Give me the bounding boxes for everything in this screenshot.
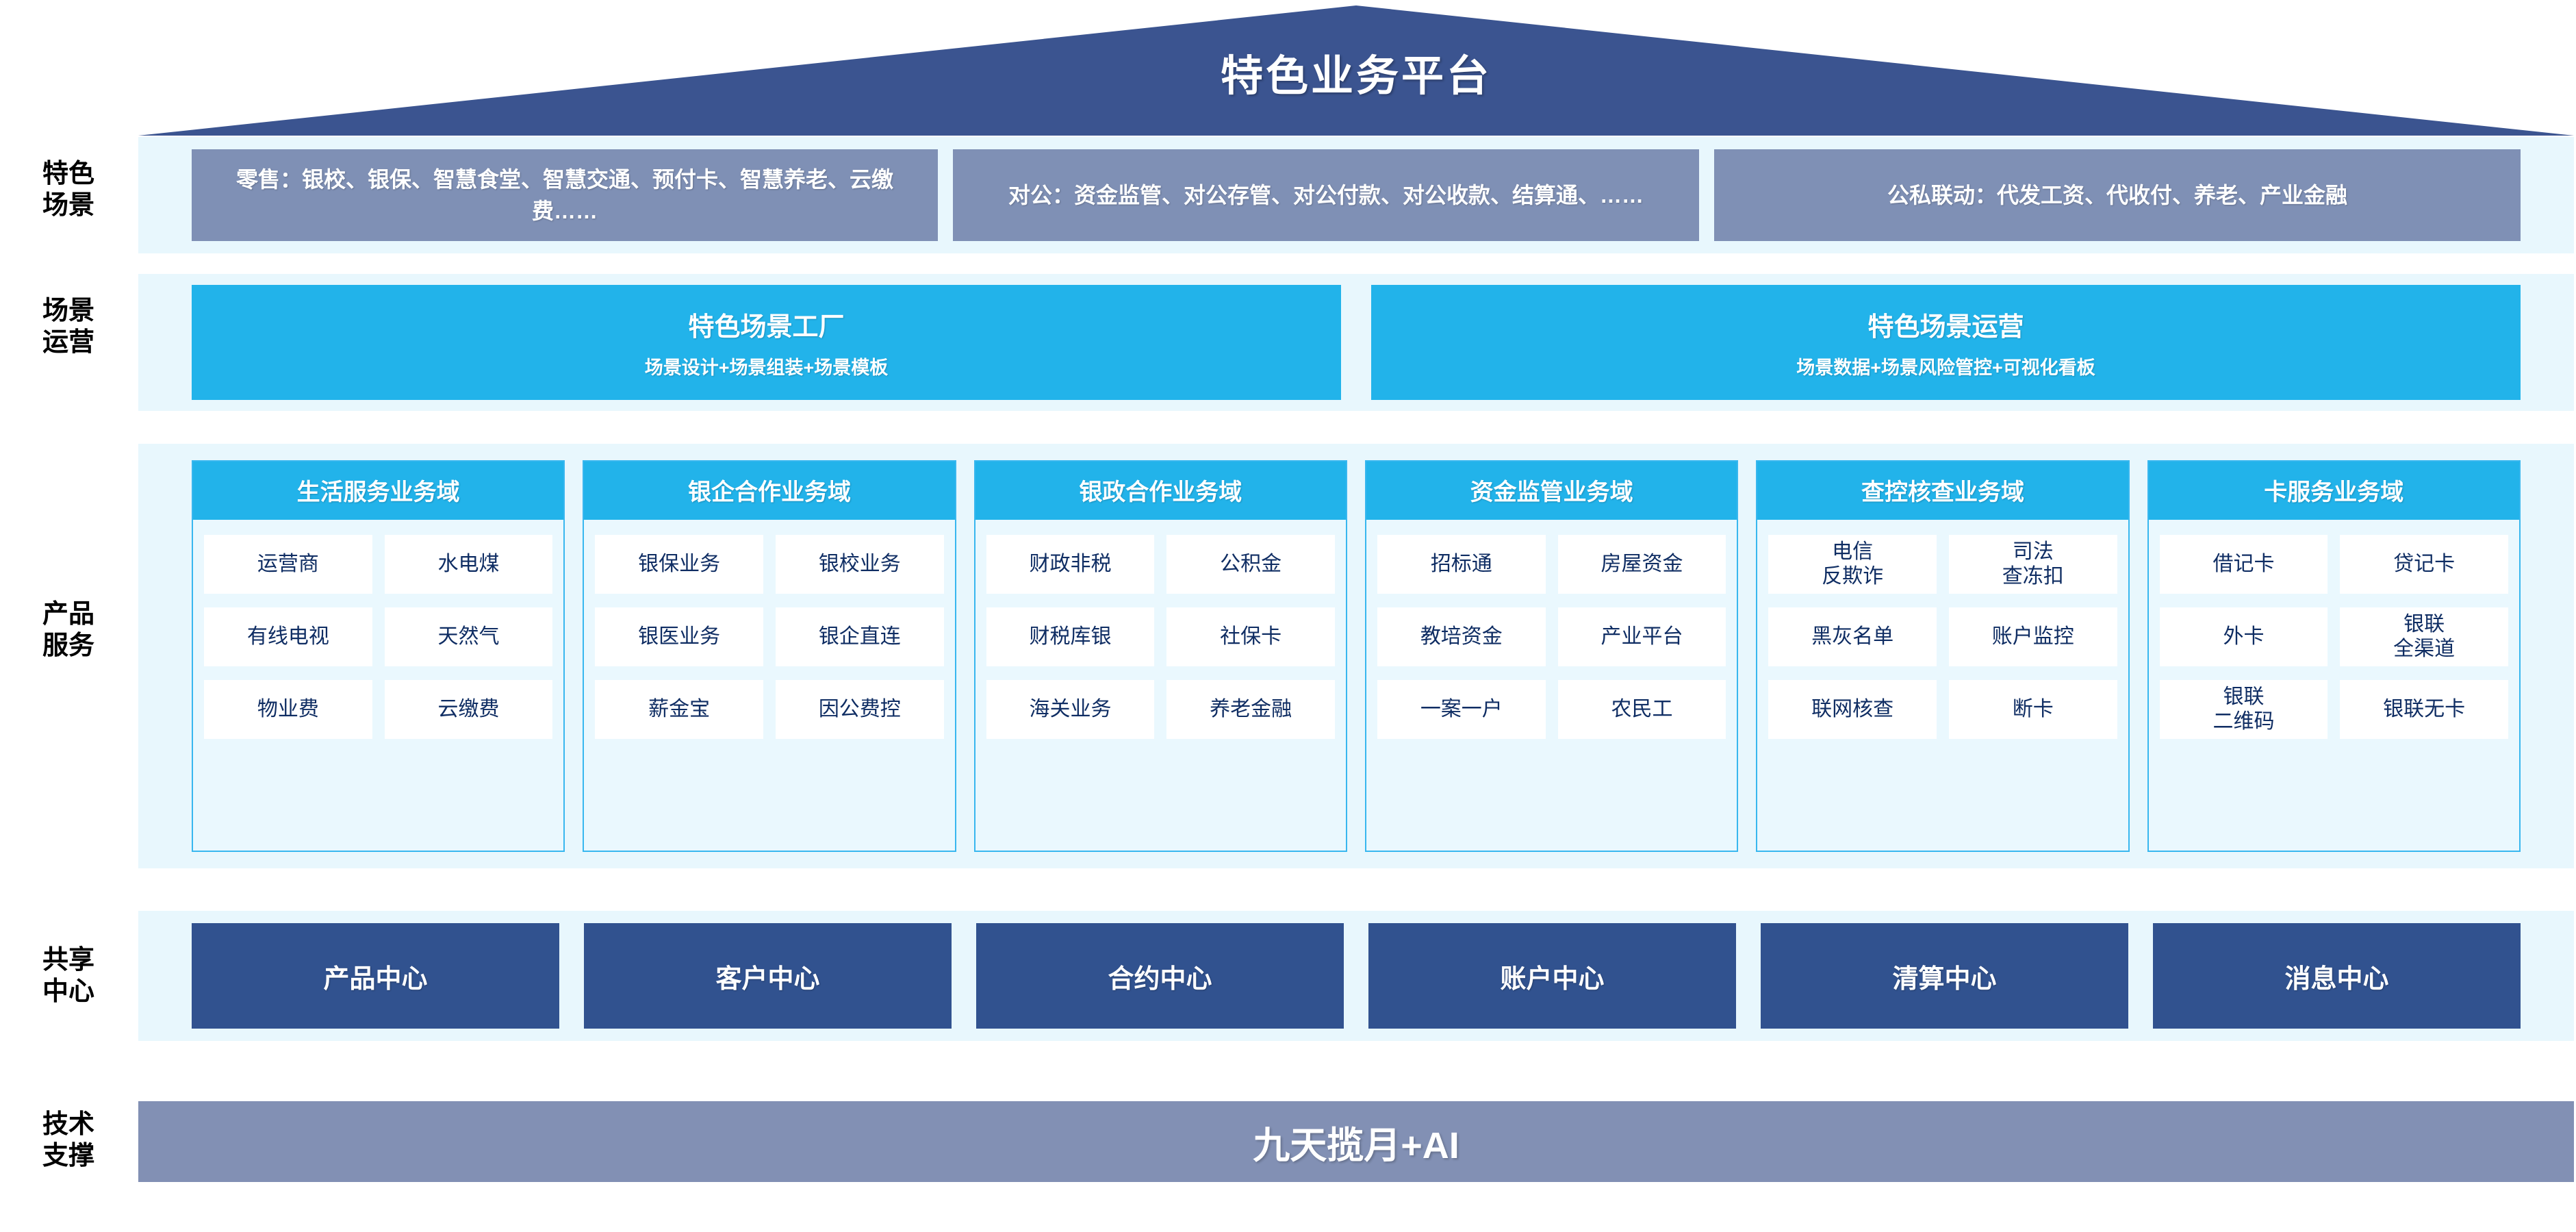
domain-cell-grid: 招标通 房屋资金 教培资金 产业平台 一案一户 农民工 — [1366, 520, 1737, 851]
operation-subtitle: 场景数据+场景风险管控+可视化看板 — [1796, 357, 2095, 378]
page-title: 特色业务平台 — [1220, 53, 1492, 100]
domain-cell[interactable]: 贷记卡 — [2340, 535, 2508, 594]
domain-column-fund-supervision[interactable]: 资金监管业务域 招标通 房屋资金 教培资金 产业平台 一案一户 农民工 — [1364, 460, 1739, 852]
domain-cell-grid: 财政非税 公积金 财税库银 社保卡 海关业务 养老金融 — [975, 520, 1346, 851]
domain-cell[interactable]: 外卡 — [2159, 607, 2328, 666]
domain-cell[interactable]: 天然气 — [384, 607, 553, 666]
domain-column-life-service[interactable]: 生活服务业务域 运营商 水电煤 有线电视 天然气 物业费 云缴费 — [192, 460, 565, 852]
domain-cell[interactable]: 联网核查 — [1768, 680, 1937, 739]
domain-cell[interactable]: 银医业务 — [595, 607, 763, 666]
scenario-chip-retail[interactable]: 零售：银校、银保、智慧食堂、智慧交通、预付卡、智慧养老、云缴费…… — [192, 149, 938, 241]
domain-cell[interactable]: 银保业务 — [595, 535, 763, 594]
rail-label-shared-center: 共享 中心 — [42, 945, 94, 1006]
domain-cell[interactable]: 教培资金 — [1377, 607, 1546, 666]
shared-center-message[interactable]: 消息中心 — [2153, 923, 2521, 1029]
domain-cell[interactable]: 产业平台 — [1557, 607, 1726, 666]
domain-cell[interactable]: 账户监控 — [1948, 607, 2117, 666]
platform-roof: 特色业务平台 — [138, 5, 2574, 136]
domain-cell[interactable]: 借记卡 — [2159, 535, 2328, 594]
operation-card-scene-operation[interactable]: 特色场景运营 场景数据+场景风险管控+可视化看板 — [1371, 285, 2521, 400]
domain-cell[interactable]: 招标通 — [1377, 535, 1546, 594]
domain-cell[interactable]: 银校业务 — [775, 535, 944, 594]
shared-center-product[interactable]: 产品中心 — [192, 923, 559, 1029]
domain-cell[interactable]: 因公费控 — [775, 680, 944, 739]
scenario-chip-corporate[interactable]: 对公：资金监管、对公存管、对公付款、对公收款、结算通、…… — [953, 149, 1699, 241]
domain-cell[interactable]: 物业费 — [204, 680, 372, 739]
operation-subtitle: 场景设计+场景组装+场景模板 — [644, 357, 889, 378]
shared-center-settlement[interactable]: 清算中心 — [1761, 923, 2128, 1029]
domain-cell[interactable]: 银联无卡 — [2340, 680, 2508, 739]
tech-support-bar[interactable]: 九天揽月+AI — [138, 1101, 2574, 1182]
rail-label-tech-support: 技术 支撑 — [42, 1109, 94, 1170]
domain-cell[interactable]: 社保卡 — [1166, 607, 1335, 666]
domain-column-card-service[interactable]: 卡服务业务域 借记卡 贷记卡 外卡 银联 全渠道 银联 二维码 银联无卡 — [2147, 460, 2521, 852]
rail-label-operations: 场景 运营 — [42, 296, 94, 357]
shared-center-customer[interactable]: 客户中心 — [584, 923, 952, 1029]
domain-cell[interactable]: 云缴费 — [384, 680, 553, 739]
domain-cell[interactable]: 财政非税 — [986, 535, 1155, 594]
domain-cell[interactable]: 公积金 — [1166, 535, 1335, 594]
domain-cell[interactable]: 财税库银 — [986, 607, 1155, 666]
domain-cell[interactable]: 农民工 — [1557, 680, 1726, 739]
domain-cell[interactable]: 运营商 — [204, 535, 372, 594]
domain-cell-grid: 借记卡 贷记卡 外卡 银联 全渠道 银联 二维码 银联无卡 — [2149, 520, 2519, 851]
domain-cell[interactable]: 养老金融 — [1166, 680, 1335, 739]
domain-cell[interactable]: 有线电视 — [204, 607, 372, 666]
domain-cell-grid: 电信 反欺诈 司法 查冻扣 黑灰名单 账户监控 联网核查 断卡 — [1757, 520, 2128, 851]
product-service-band: 生活服务业务域 运营商 水电煤 有线电视 天然气 物业费 云缴费 银企合作业务域… — [138, 444, 2574, 868]
domain-cell[interactable]: 银企直连 — [775, 607, 944, 666]
operation-title: 特色场景运营 — [1867, 313, 2024, 342]
domain-cell[interactable]: 断卡 — [1948, 680, 2117, 739]
operation-card-scene-factory[interactable]: 特色场景工厂 场景设计+场景组装+场景模板 — [192, 285, 1341, 400]
domain-header: 银企合作业务域 — [584, 462, 955, 520]
domain-cell[interactable]: 司法 查冻扣 — [1948, 535, 2117, 594]
domain-column-investigation[interactable]: 查控核查业务域 电信 反欺诈 司法 查冻扣 黑灰名单 账户监控 联网核查 断卡 — [1756, 460, 2130, 852]
domain-cell[interactable]: 房屋资金 — [1557, 535, 1726, 594]
rail-label-product-service: 产品 服务 — [42, 599, 94, 660]
shared-center-band: 产品中心 客户中心 合约中心 账户中心 清算中心 消息中心 — [138, 911, 2574, 1041]
domain-header: 资金监管业务域 — [1366, 462, 1737, 520]
domain-header: 银政合作业务域 — [975, 462, 1346, 520]
scenario-chip-public-private[interactable]: 公私联动：代发工资、代收付、养老、产业金融 — [1714, 149, 2521, 241]
domain-cell[interactable]: 银联 全渠道 — [2340, 607, 2508, 666]
scenarios-band: 零售：银校、银保、智慧食堂、智慧交通、预付卡、智慧养老、云缴费…… 对公：资金监… — [138, 137, 2574, 253]
domain-column-bank-enterprise[interactable]: 银企合作业务域 银保业务 银校业务 银医业务 银企直连 薪金宝 因公费控 — [583, 460, 956, 852]
operations-band: 特色场景工厂 场景设计+场景组装+场景模板 特色场景运营 场景数据+场景风险管控… — [138, 274, 2574, 411]
domain-cell[interactable]: 银联 二维码 — [2159, 680, 2328, 739]
domain-header: 卡服务业务域 — [2148, 462, 2519, 520]
domain-cell[interactable]: 薪金宝 — [595, 680, 763, 739]
domain-cell-grid: 银保业务 银校业务 银医业务 银企直连 薪金宝 因公费控 — [584, 520, 954, 851]
shared-center-account[interactable]: 账户中心 — [1368, 923, 1736, 1029]
domain-cell[interactable]: 水电煤 — [384, 535, 553, 594]
domain-cell[interactable]: 电信 反欺诈 — [1768, 535, 1937, 594]
domain-header: 生活服务业务域 — [193, 462, 564, 520]
shared-center-contract[interactable]: 合约中心 — [976, 923, 1344, 1029]
domain-header: 查控核查业务域 — [1757, 462, 2128, 520]
domain-cell[interactable]: 黑灰名单 — [1768, 607, 1937, 666]
domain-cell[interactable]: 一案一户 — [1377, 680, 1546, 739]
operation-title: 特色场景工厂 — [688, 313, 845, 342]
rail-label-scenarios: 特色 场景 — [42, 159, 94, 220]
domain-column-bank-government[interactable]: 银政合作业务域 财政非税 公积金 财税库银 社保卡 海关业务 养老金融 — [973, 460, 1347, 852]
domain-cell[interactable]: 海关业务 — [986, 680, 1155, 739]
domain-cell-grid: 运营商 水电煤 有线电视 天然气 物业费 云缴费 — [193, 520, 563, 851]
